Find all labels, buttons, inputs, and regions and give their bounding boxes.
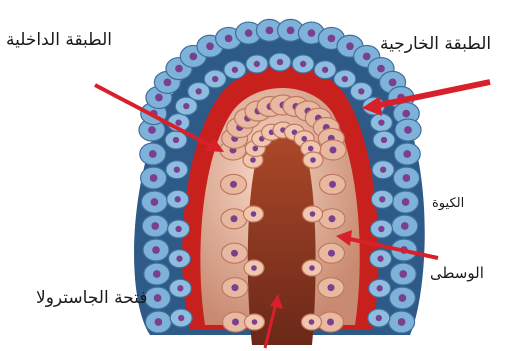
label-cavity: الكيوة bbox=[432, 196, 464, 211]
nucleus bbox=[327, 319, 334, 326]
nucleus bbox=[250, 157, 256, 163]
nucleus bbox=[154, 294, 162, 302]
nucleus bbox=[155, 94, 163, 102]
nucleus bbox=[358, 88, 364, 94]
nucleus bbox=[328, 284, 335, 291]
nucleus bbox=[148, 126, 156, 134]
nucleus bbox=[231, 250, 238, 257]
nucleus bbox=[149, 150, 157, 158]
nucleus bbox=[399, 270, 407, 278]
nucleus bbox=[225, 35, 233, 43]
nucleus bbox=[232, 67, 238, 73]
nucleus bbox=[330, 147, 337, 154]
nucleus bbox=[329, 215, 336, 222]
nucleus bbox=[164, 79, 172, 87]
nucleus bbox=[310, 157, 316, 163]
nucleus bbox=[206, 42, 214, 50]
nucleus bbox=[310, 211, 316, 217]
nucleus bbox=[402, 110, 410, 118]
nucleus bbox=[254, 61, 260, 67]
nucleus bbox=[389, 79, 397, 87]
nucleus bbox=[328, 35, 336, 43]
nucleus bbox=[266, 26, 274, 34]
nucleus bbox=[196, 88, 202, 94]
nucleus bbox=[174, 167, 180, 173]
nucleus bbox=[245, 29, 253, 37]
label-middle-layer: الوسطى bbox=[430, 264, 484, 282]
label-inner-layer: الطبقة الداخلية bbox=[6, 30, 112, 50]
nucleus bbox=[277, 59, 283, 65]
nucleus bbox=[308, 146, 314, 152]
nucleus bbox=[376, 315, 382, 321]
nucleus bbox=[342, 76, 348, 82]
nucleus bbox=[378, 119, 384, 125]
nucleus bbox=[300, 61, 306, 67]
nucleus bbox=[183, 103, 189, 109]
nucleus bbox=[232, 284, 239, 291]
nucleus bbox=[177, 285, 183, 291]
nucleus bbox=[287, 26, 295, 34]
nucleus bbox=[175, 196, 181, 202]
nucleus bbox=[309, 265, 315, 271]
nucleus bbox=[153, 270, 161, 278]
nucleus bbox=[377, 285, 383, 291]
nucleus bbox=[346, 42, 354, 50]
nucleus bbox=[151, 222, 159, 230]
nucleus bbox=[377, 65, 385, 73]
nucleus bbox=[176, 256, 182, 262]
nucleus bbox=[231, 215, 238, 222]
nucleus bbox=[155, 318, 163, 326]
nucleus bbox=[189, 53, 197, 61]
nucleus bbox=[175, 226, 181, 232]
nucleus bbox=[178, 315, 184, 321]
nucleus bbox=[309, 319, 315, 325]
nucleus bbox=[329, 181, 336, 188]
nucleus bbox=[398, 318, 406, 326]
nucleus bbox=[399, 294, 407, 302]
nucleus bbox=[402, 198, 410, 206]
nucleus bbox=[175, 65, 183, 73]
nucleus bbox=[230, 181, 237, 188]
nucleus bbox=[251, 211, 257, 217]
nucleus bbox=[252, 319, 258, 325]
nucleus bbox=[322, 67, 328, 73]
nucleus bbox=[173, 137, 179, 143]
nucleus bbox=[175, 119, 181, 125]
label-blastopore: فتحة الجاسترولا bbox=[36, 288, 147, 308]
nucleus bbox=[377, 256, 383, 262]
nucleus bbox=[232, 319, 239, 326]
nucleus bbox=[308, 29, 316, 37]
nucleus bbox=[403, 174, 411, 182]
nucleus bbox=[328, 250, 335, 257]
nucleus bbox=[212, 76, 218, 82]
nucleus bbox=[251, 265, 257, 271]
nucleus bbox=[151, 198, 159, 206]
nucleus bbox=[150, 174, 158, 182]
nucleus bbox=[404, 126, 412, 134]
nucleus bbox=[380, 167, 386, 173]
nucleus bbox=[379, 196, 385, 202]
label-outer-layer: الطبقة الخارجية bbox=[380, 34, 491, 54]
nucleus bbox=[381, 137, 387, 143]
nucleus bbox=[378, 226, 384, 232]
nucleus bbox=[152, 246, 160, 254]
nucleus bbox=[401, 222, 409, 230]
nucleus bbox=[363, 53, 371, 61]
nucleus bbox=[403, 150, 411, 158]
